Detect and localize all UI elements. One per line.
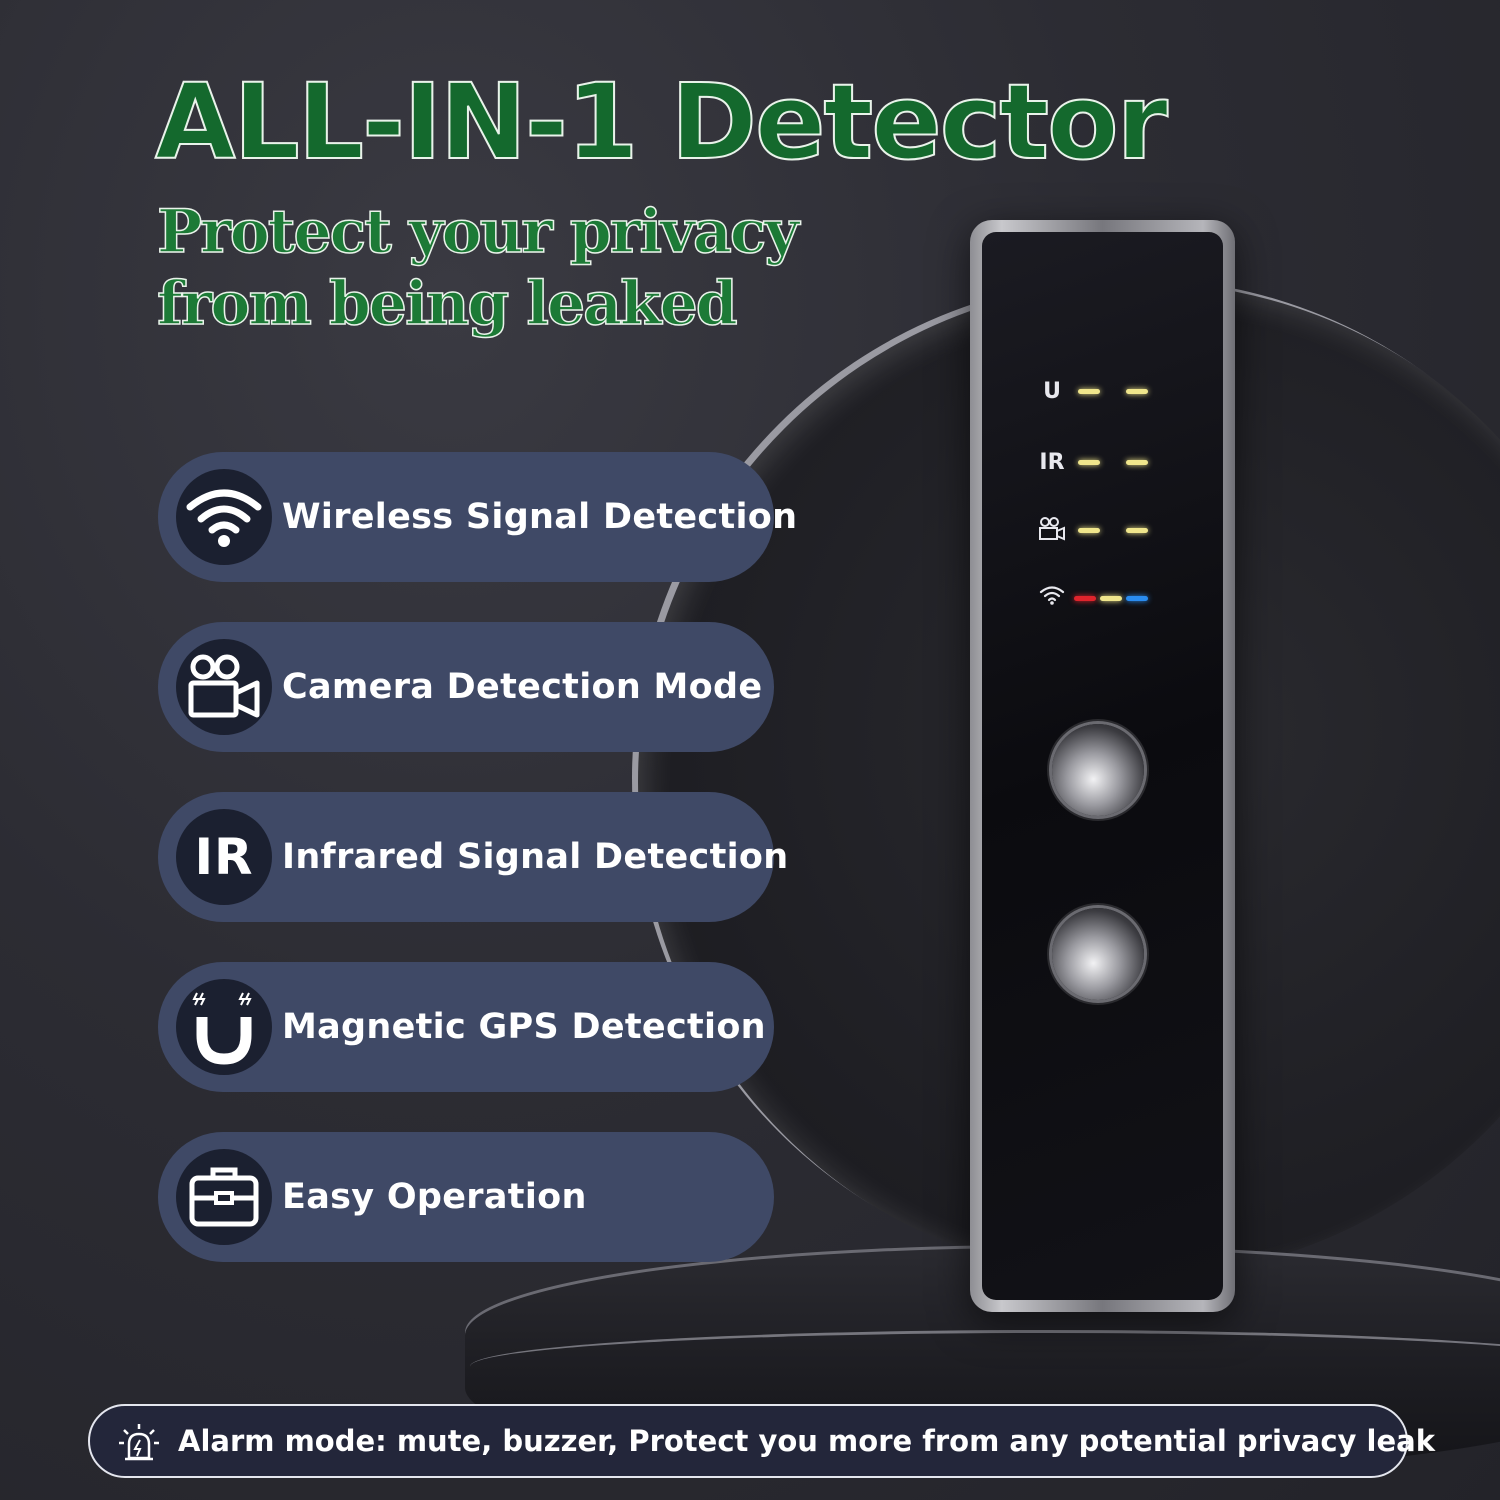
led-magnetic-2 (1126, 389, 1148, 394)
detector-device: U IR (970, 220, 1235, 1312)
feature-label: Wireless Signal Detection (282, 497, 798, 537)
feature-label: Easy Operation (282, 1177, 587, 1217)
feature-label: Magnetic GPS Detection (282, 1007, 766, 1047)
feature-easy-operation: Easy Operation (158, 1132, 774, 1262)
device-button-bottom[interactable] (1052, 908, 1144, 1000)
device-face: U IR (982, 232, 1223, 1300)
magnet-icon: U (1043, 379, 1061, 404)
wifi-icon (176, 469, 272, 565)
alarm-mode-text: Alarm mode: mute, buzzer, Protect you mo… (178, 1424, 1436, 1458)
led-wifi-red (1074, 596, 1096, 601)
led-wifi-yellow (1100, 596, 1122, 601)
feature-label: Camera Detection Mode (282, 667, 763, 707)
feature-magnetic: Magnetic GPS Detection (158, 962, 774, 1092)
led-ir-2 (1126, 460, 1148, 465)
feature-camera: Camera Detection Mode (158, 622, 774, 752)
ir-icon-text: IR (194, 828, 254, 886)
led-row-ir: IR (1034, 448, 1174, 478)
alarm-mode-banner: Alarm mode: mute, buzzer, Protect you mo… (88, 1404, 1435, 1478)
camera-icon (1034, 516, 1070, 546)
subtitle-line-1: Protect your privacy (156, 197, 800, 267)
toolbox-icon (176, 1149, 272, 1245)
led-ir-1 (1078, 460, 1100, 465)
subtitle-line-2: from being leaked (156, 269, 738, 339)
device-button-top[interactable] (1052, 724, 1144, 816)
led-row-camera (1034, 516, 1174, 546)
led-magnetic-1 (1078, 389, 1100, 394)
led-row-wifi (1034, 584, 1174, 614)
feature-label: Infrared Signal Detection (282, 837, 789, 877)
page-title: ALL-IN-1 Detector (154, 61, 1169, 183)
led-wifi-blue (1126, 596, 1148, 601)
pedestal-rim (470, 1330, 1500, 1403)
feature-wireless: Wireless Signal Detection (158, 452, 797, 582)
led-camera-1 (1078, 528, 1100, 533)
ir-icon: IR (176, 809, 272, 905)
led-row-magnetic: U (1034, 377, 1174, 407)
feature-infrared: IR Infrared Signal Detection (158, 792, 788, 922)
wifi-icon (1034, 584, 1070, 614)
magnet-icon (176, 979, 272, 1075)
ir-icon: IR (1039, 450, 1065, 475)
alarm-icon (118, 1422, 160, 1464)
camera-icon (176, 639, 272, 735)
led-camera-2 (1126, 528, 1148, 533)
